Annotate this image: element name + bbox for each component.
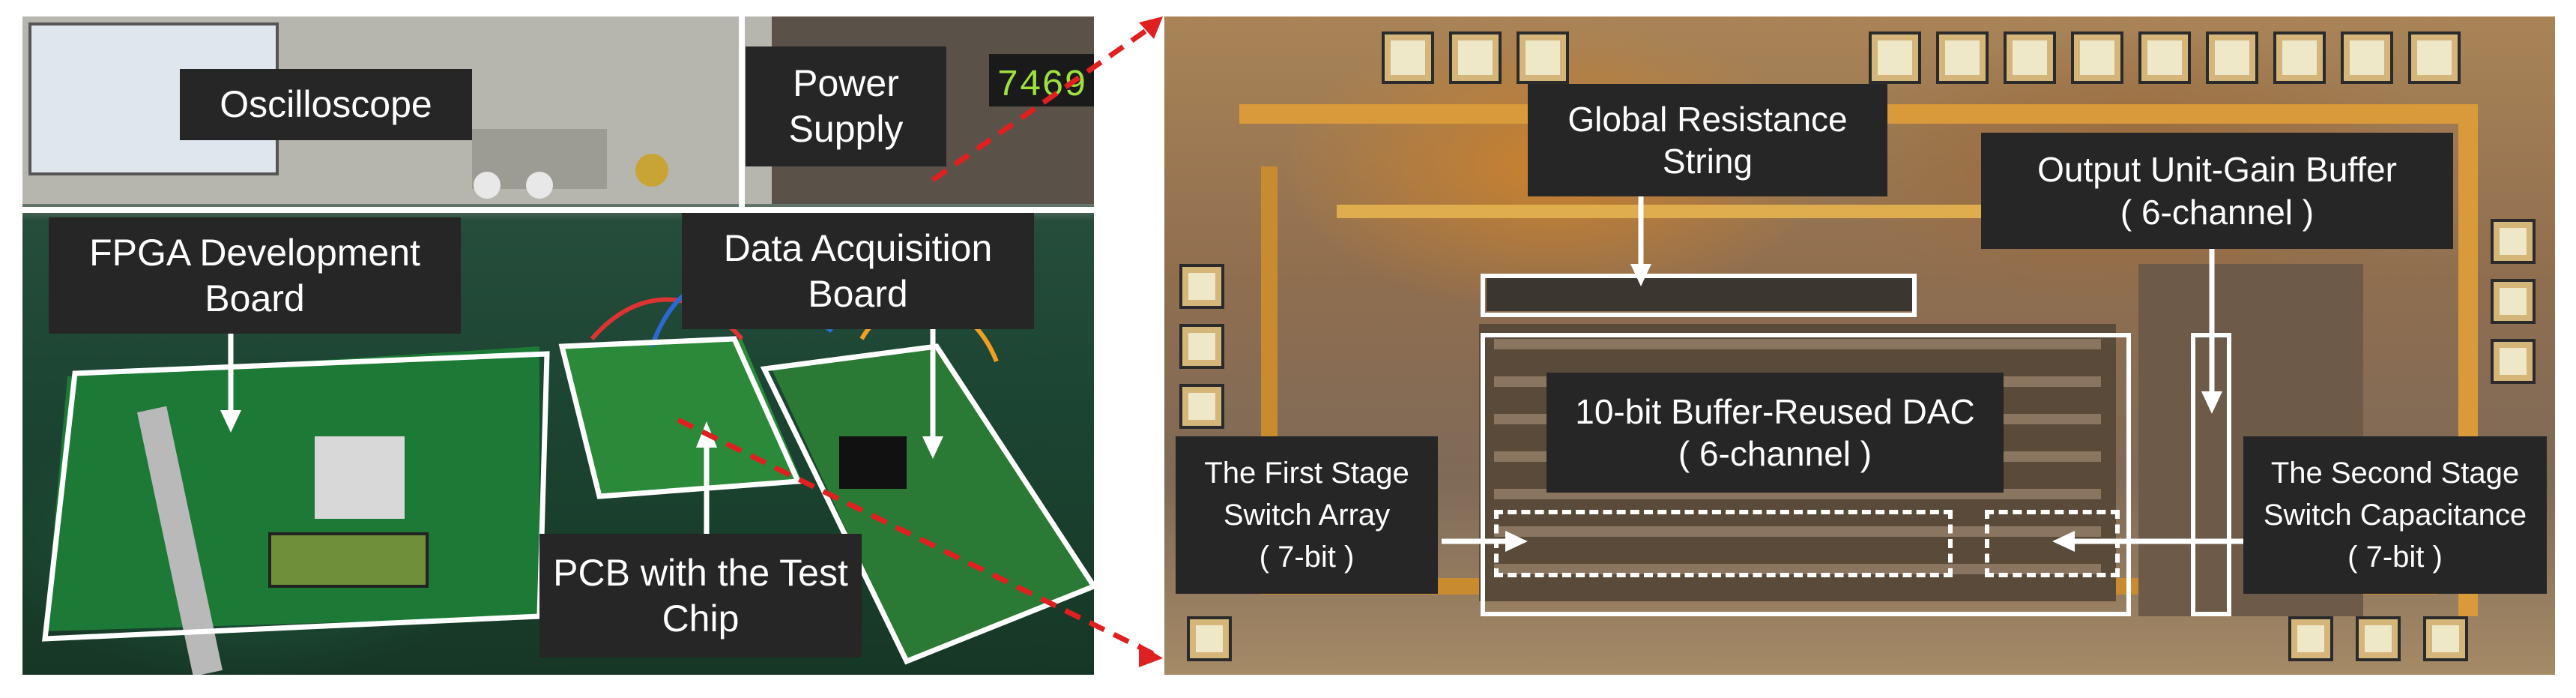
test-setup-photo: 7469 Oscilloscope Power Supply FPGA Deve… xyxy=(22,16,1094,675)
bnc-connector xyxy=(635,154,668,187)
pcb-chip-label: PCB with the Test Chip xyxy=(539,534,862,658)
bond-pad xyxy=(2491,219,2536,264)
resistance-string-label: Global Resistance String xyxy=(1528,84,1887,196)
bond-pad xyxy=(2273,31,2326,84)
bond-pad xyxy=(1179,264,1224,309)
lcd-display xyxy=(268,532,429,588)
die-micrograph: Global Resistance String Output Unit-Gai… xyxy=(1164,16,2555,675)
bond-pad xyxy=(1449,31,1502,84)
bond-pad xyxy=(1936,31,1989,84)
bond-pad xyxy=(2356,616,2401,661)
oscilloscope-label: Oscilloscope xyxy=(180,69,472,140)
bond-pad xyxy=(2491,339,2536,384)
bond-pad xyxy=(1187,616,1232,661)
bond-pad xyxy=(2071,31,2123,84)
bond-pad xyxy=(2408,31,2461,84)
first-stage-arrowhead xyxy=(1505,531,1528,552)
power-supply-reading: 7469 xyxy=(997,64,1086,107)
bond-pad xyxy=(1517,31,1569,84)
second-stage-arrowhead xyxy=(2052,531,2075,552)
buffer-arrowhead xyxy=(2201,391,2222,414)
bond-pad xyxy=(1179,384,1224,429)
test-chip-pcb xyxy=(562,339,802,496)
fpga-arrowhead xyxy=(220,410,241,433)
bond-pad xyxy=(2341,31,2393,84)
zoom-arrowhead-top xyxy=(1139,16,1163,39)
fpga-board-label: FPGA Development Board xyxy=(49,217,461,334)
bond-pad xyxy=(1382,31,1434,84)
daq-board-label: Data Acquisition Board xyxy=(682,213,1034,329)
die-arrows xyxy=(1442,196,2243,552)
bond-pad xyxy=(1179,324,1224,369)
dac-frame xyxy=(1481,333,2131,616)
first-stage-label: The First Stage Switch Array ( 7-bit ) xyxy=(1176,436,1438,594)
dac-label: 10-bit Buffer-Reused DAC ( 6-channel ) xyxy=(1546,373,2004,493)
resistance-arrowhead xyxy=(1630,264,1651,286)
second-stage-label: The Second Stage Switch Capacitance ( 7-… xyxy=(2243,436,2547,594)
bond-pad xyxy=(2423,616,2468,661)
output-buffer-label: Output Unit-Gain Buffer ( 6-channel ) xyxy=(1981,133,2453,249)
oscilloscope-knob xyxy=(474,172,501,199)
bond-pad xyxy=(2288,616,2333,661)
fpga-heatsink xyxy=(315,436,405,519)
zoom-arrowhead-bottom xyxy=(1139,643,1163,667)
bond-pad xyxy=(1869,31,1921,84)
resistor-string-block xyxy=(1487,275,1914,311)
resistance-string-frame xyxy=(1481,274,1917,317)
bond-pad xyxy=(2491,279,2536,324)
ribbon-cable xyxy=(137,406,223,675)
bond-pad xyxy=(2206,31,2258,84)
bond-pad xyxy=(2138,31,2191,84)
daq-chip xyxy=(839,436,907,489)
fpga-board-pcb xyxy=(45,346,539,631)
power-supply-label: Power Supply xyxy=(746,46,946,166)
oscilloscope-knob xyxy=(526,172,553,199)
bond-pad xyxy=(2004,31,2056,84)
